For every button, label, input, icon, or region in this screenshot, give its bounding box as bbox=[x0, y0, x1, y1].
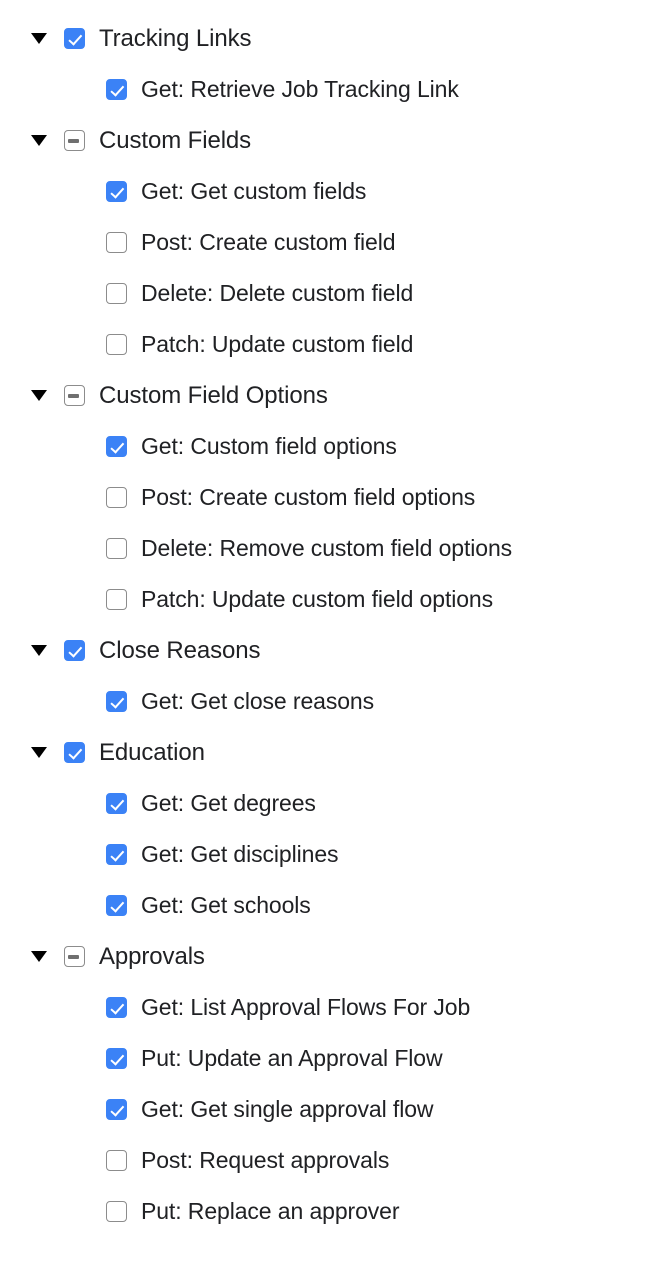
tree-group-row[interactable]: Education bbox=[0, 727, 652, 778]
chevron-down-icon[interactable] bbox=[31, 951, 64, 962]
chevron-down-icon[interactable] bbox=[31, 645, 64, 656]
tree-child-row[interactable]: Get: Get custom fields bbox=[0, 166, 652, 217]
tree-row-label: Tracking Links bbox=[99, 24, 252, 52]
tree-row-label: Get: Get close reasons bbox=[141, 688, 375, 714]
checkbox-checked-icon[interactable] bbox=[106, 181, 127, 202]
tree-child-row[interactable]: Post: Create custom field bbox=[0, 217, 652, 268]
tree-row-label: Get: Get disciplines bbox=[141, 841, 339, 867]
tree-row-label: Patch: Update custom field options bbox=[141, 586, 494, 612]
checkbox-checked-icon[interactable] bbox=[106, 895, 127, 916]
checkbox-checked-icon[interactable] bbox=[64, 640, 85, 661]
tree-child-row[interactable]: Get: Custom field options bbox=[0, 421, 652, 472]
checkbox-indeterminate-icon[interactable] bbox=[64, 385, 85, 406]
tree-row-label: Custom Fields bbox=[99, 126, 252, 154]
tree-group-row[interactable]: Tracking Links bbox=[0, 13, 652, 64]
tree-row-label: Get: Get schools bbox=[141, 892, 311, 918]
checkbox-checked-icon[interactable] bbox=[106, 793, 127, 814]
tree-child-row[interactable]: Get: Get close reasons bbox=[0, 676, 652, 727]
checkbox-checked-icon[interactable] bbox=[106, 1099, 127, 1120]
tree-child-row[interactable]: Get: Get single approval flow bbox=[0, 1084, 652, 1135]
tree-group-row[interactable]: Close Reasons bbox=[0, 625, 652, 676]
checkbox-checked-icon[interactable] bbox=[106, 79, 127, 100]
tree-child-row[interactable]: Delete: Delete custom field bbox=[0, 268, 652, 319]
checkbox-checked-icon[interactable] bbox=[106, 997, 127, 1018]
tree-row-label: Patch: Update custom field bbox=[141, 331, 414, 357]
chevron-down-icon[interactable] bbox=[31, 747, 64, 758]
tree-row-label: Delete: Remove custom field options bbox=[141, 535, 513, 561]
checkbox-unchecked-icon[interactable] bbox=[106, 283, 127, 304]
checkbox-unchecked-icon[interactable] bbox=[106, 487, 127, 508]
checkbox-indeterminate-icon[interactable] bbox=[64, 130, 85, 151]
tree-child-row[interactable]: Get: Get degrees bbox=[0, 778, 652, 829]
tree-child-row[interactable]: Get: Get schools bbox=[0, 880, 652, 931]
tree-row-label: Get: Get custom fields bbox=[141, 178, 367, 204]
tree-child-row[interactable]: Delete: Remove custom field options bbox=[0, 523, 652, 574]
triangle-glyph bbox=[31, 135, 47, 146]
tree-child-row[interactable]: Put: Replace an approver bbox=[0, 1186, 652, 1237]
tree-row-label: Post: Create custom field options bbox=[141, 484, 476, 510]
tree-row-label: Get: List Approval Flows For Job bbox=[141, 994, 471, 1020]
tree-child-row[interactable]: Get: List Approval Flows For Job bbox=[0, 982, 652, 1033]
tree-row-label: Put: Replace an approver bbox=[141, 1198, 400, 1224]
checkbox-unchecked-icon[interactable] bbox=[106, 589, 127, 610]
tree-row-label: Close Reasons bbox=[99, 636, 261, 664]
chevron-down-icon[interactable] bbox=[31, 390, 64, 401]
tree-row-label: Get: Get single approval flow bbox=[141, 1096, 434, 1122]
tree-group-row[interactable]: Custom Fields bbox=[0, 115, 652, 166]
tree-row-label: Get: Retrieve Job Tracking Link bbox=[141, 76, 459, 102]
tree-group-row[interactable]: Custom Field Options bbox=[0, 370, 652, 421]
checkbox-unchecked-icon[interactable] bbox=[106, 334, 127, 355]
checkbox-checked-icon[interactable] bbox=[106, 844, 127, 865]
tree-child-row[interactable]: Patch: Update custom field options bbox=[0, 574, 652, 625]
checkbox-unchecked-icon[interactable] bbox=[106, 1150, 127, 1171]
checkbox-unchecked-icon[interactable] bbox=[106, 1201, 127, 1222]
triangle-glyph bbox=[31, 951, 47, 962]
tree-group-row[interactable]: Approvals bbox=[0, 931, 652, 982]
tree-child-row[interactable]: Put: Update an Approval Flow bbox=[0, 1033, 652, 1084]
checkbox-checked-icon[interactable] bbox=[64, 742, 85, 763]
tree-row-label: Put: Update an Approval Flow bbox=[141, 1045, 443, 1071]
tree-row-label: Post: Create custom field bbox=[141, 229, 396, 255]
tree-child-row[interactable]: Get: Retrieve Job Tracking Link bbox=[0, 64, 652, 115]
tree-row-label: Custom Field Options bbox=[99, 381, 328, 409]
checkbox-checked-icon[interactable] bbox=[64, 28, 85, 49]
checkbox-checked-icon[interactable] bbox=[106, 1048, 127, 1069]
tree-child-row[interactable]: Post: Create custom field options bbox=[0, 472, 652, 523]
tree-row-label: Approvals bbox=[99, 942, 205, 970]
triangle-glyph bbox=[31, 390, 47, 401]
checkbox-unchecked-icon[interactable] bbox=[106, 538, 127, 559]
tree-child-row[interactable]: Patch: Update custom field bbox=[0, 319, 652, 370]
checkbox-checked-icon[interactable] bbox=[106, 436, 127, 457]
tree-row-label: Post: Request approvals bbox=[141, 1147, 390, 1173]
checkbox-checked-icon[interactable] bbox=[106, 691, 127, 712]
tree-child-row[interactable]: Post: Request approvals bbox=[0, 1135, 652, 1186]
triangle-glyph bbox=[31, 645, 47, 656]
tree-child-row[interactable]: Get: Get disciplines bbox=[0, 829, 652, 880]
checkbox-unchecked-icon[interactable] bbox=[106, 232, 127, 253]
triangle-glyph bbox=[31, 33, 47, 44]
tree-row-label: Education bbox=[99, 738, 205, 766]
tree-row-label: Get: Get degrees bbox=[141, 790, 316, 816]
tree-row-label: Delete: Delete custom field bbox=[141, 280, 414, 306]
tree-row-label: Get: Custom field options bbox=[141, 433, 397, 459]
chevron-down-icon[interactable] bbox=[31, 33, 64, 44]
chevron-down-icon[interactable] bbox=[31, 135, 64, 146]
triangle-glyph bbox=[31, 747, 47, 758]
checkbox-indeterminate-icon[interactable] bbox=[64, 946, 85, 967]
